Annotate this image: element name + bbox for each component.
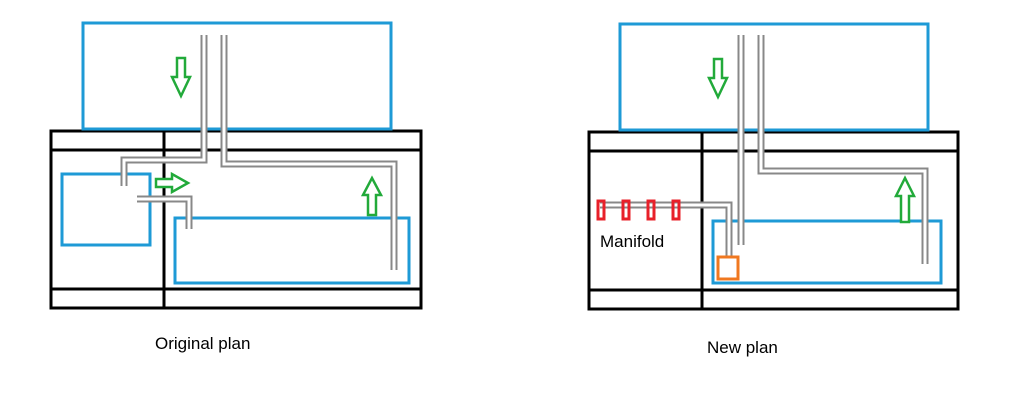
original-sump-tank — [173, 216, 411, 285]
flow-arrow-down — [707, 57, 729, 100]
new-sump-tank — [711, 219, 943, 285]
original-cabinet — [49, 129, 423, 310]
flow-arrow-right — [154, 171, 191, 195]
manifold-valve — [596, 199, 606, 221]
manifold-valves — [596, 199, 681, 221]
new-cabinet — [587, 130, 960, 311]
original-pipes — [120, 35, 398, 270]
new-flow-arrows — [707, 57, 917, 224]
new-plan-caption: New plan — [707, 338, 778, 357]
new-display-tank — [618, 22, 930, 132]
original-flow-arrows — [154, 56, 384, 217]
return-pump — [716, 255, 740, 281]
manifold-valve — [646, 199, 656, 221]
flow-arrow-down — [170, 56, 192, 99]
manifold-valve — [621, 199, 631, 221]
manifold-valve — [671, 199, 681, 221]
original-plan: Original plan — [49, 21, 423, 353]
original-display-tank — [81, 21, 393, 131]
manifold-label: Manifold — [600, 232, 664, 251]
flow-arrow-up — [893, 175, 917, 224]
original-plan-caption: Original plan — [155, 334, 250, 353]
new-pipes — [600, 35, 929, 264]
flow-arrow-up — [360, 175, 384, 217]
new-plan: Manifold New plan — [587, 22, 960, 357]
original-small-tank — [60, 172, 152, 247]
